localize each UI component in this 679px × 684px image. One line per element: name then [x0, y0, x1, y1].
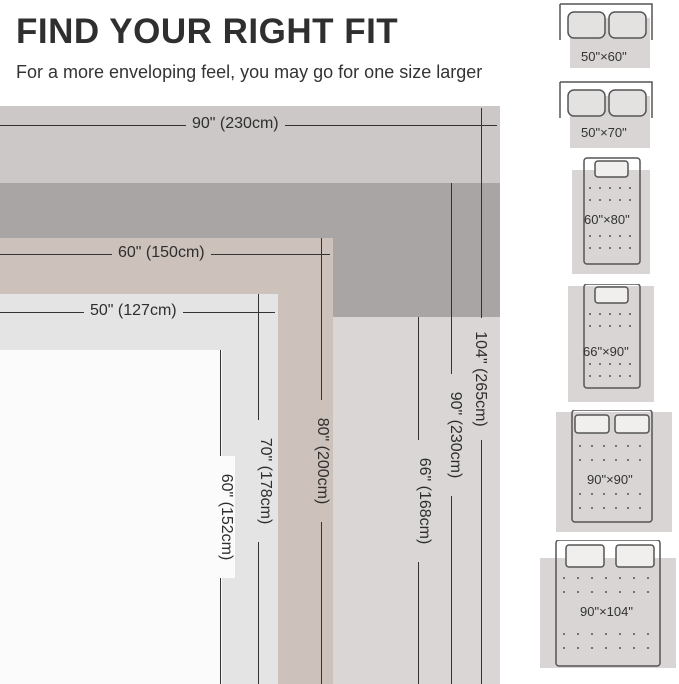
single-bed-icon	[583, 157, 641, 265]
page-subtitle: For a more enveloping feel, you may go f…	[16, 62, 483, 82]
size-card-60x80: 60"×80"	[572, 156, 652, 274]
size-card-50x60: 50"×60"	[556, 0, 656, 70]
single-bed-icon	[583, 284, 641, 389]
size-label: 60"×80"	[584, 212, 630, 227]
size-card-50x70: 50"×70"	[556, 78, 656, 148]
width-label-60: 60" (150cm)	[112, 244, 211, 262]
size-label: 50"×60"	[581, 49, 627, 64]
size-label: 90"×90"	[587, 472, 633, 487]
double-bed-icon	[571, 410, 653, 523]
height-label-90: 90" (230cm)	[446, 374, 464, 496]
width-label-90: 90" (230cm)	[186, 115, 285, 133]
double-bed-icon	[555, 540, 661, 667]
page-title: FIND YOUR RIGHT FIT	[16, 12, 399, 51]
blanket-50x60	[0, 350, 222, 684]
height-label-104: 104" (265cm)	[471, 318, 489, 440]
height-label-66: 66" (168cm)	[415, 440, 433, 562]
size-card-90x90: 90"×90"	[556, 410, 676, 532]
size-card-66x90: 66"×90"	[568, 284, 656, 404]
size-card-90x104: 90"×104"	[540, 540, 676, 670]
width-label-50: 50" (127cm)	[84, 302, 183, 320]
blanket-swatch	[540, 558, 676, 668]
size-label: 90"×104"	[580, 604, 633, 619]
height-label-80: 80" (200cm)	[313, 400, 331, 522]
size-label: 50"×70"	[581, 125, 627, 140]
height-label-60: 60" (152cm)	[217, 456, 235, 578]
sofa-icon	[559, 3, 653, 40]
size-label: 66"×90"	[583, 344, 629, 359]
height-label-70: 70" (178cm)	[256, 420, 274, 542]
sofa-icon	[559, 81, 653, 118]
blanket-swatch	[572, 170, 650, 274]
